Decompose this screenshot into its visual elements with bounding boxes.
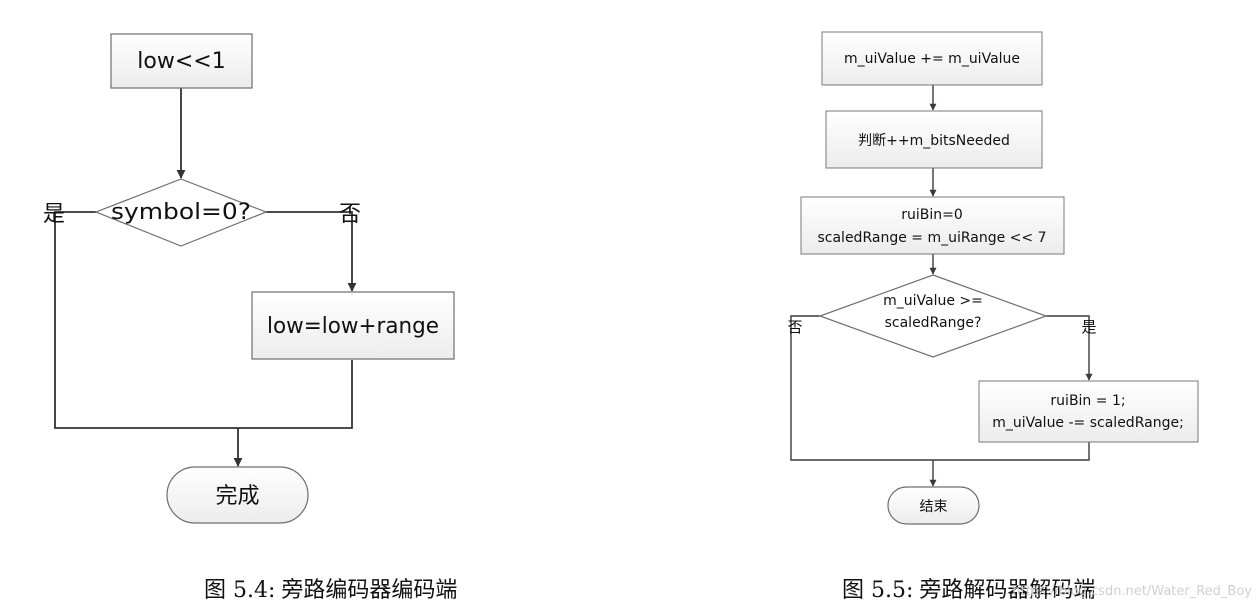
right-step4-box	[978, 380, 1199, 443]
left-decision-text: symbol=0?	[111, 200, 251, 225]
left-no-label: 否	[339, 202, 361, 227]
left-flowchart: low<<1 symbol=0? 是 否 low=low+range 完成	[43, 33, 455, 524]
right-edge-step4-to-merge	[933, 442, 1090, 461]
right-step2-text: 判断++m_bitsNeeded	[858, 133, 1010, 149]
watermark-url: https://blog.csdn.net/Water_Red_Boy	[1012, 584, 1252, 599]
left-end-terminal	[166, 466, 309, 524]
right-figure-caption: 图 5.5:旁路解码器解码端	[842, 572, 1101, 604]
left-edge-step2-to-merge	[238, 360, 353, 429]
right-yes-label: 是	[1081, 318, 1096, 336]
left-step1-box	[110, 33, 253, 89]
right-step1-text: m_uiValue += m_uiValue	[844, 51, 1020, 67]
right-edge-decision-yes	[1046, 315, 1093, 381]
left-figure-caption: 图 5.4:旁路编码器编码端	[204, 572, 463, 604]
right-step4-text-line1: ruiBin = 1;	[1050, 393, 1125, 409]
left-decision-diamond	[94, 178, 268, 247]
left-step2-box	[251, 291, 455, 360]
right-step3-box	[800, 196, 1065, 255]
left-end-text: 完成	[215, 484, 259, 509]
right-decision-text-line2: scaledRange?	[885, 315, 982, 331]
right-flowchart: m_uiValue += m_uiValue 判断++m_bitsNeeded …	[787, 31, 1199, 525]
right-step3-text-line1: ruiBin=0	[901, 207, 963, 223]
right-step3-text-line2: scaledRange = m_uiRange << 7	[817, 230, 1046, 246]
right-step1-box	[821, 31, 1043, 86]
right-decision-diamond	[818, 274, 1048, 358]
right-end-terminal	[887, 486, 980, 525]
left-edge-decision-no	[266, 211, 357, 292]
left-yes-label: 是	[43, 202, 65, 227]
right-decision-text-line1: m_uiValue >=	[883, 293, 983, 309]
left-edge-decision-yes	[54, 211, 238, 429]
left-caption-text: 旁路编码器编码端	[281, 578, 458, 603]
right-step2-box	[825, 110, 1043, 169]
left-caption-prefix: 图 5.4:	[204, 578, 276, 603]
left-step1-text: low<<1	[137, 49, 225, 74]
right-caption-text: 旁路解码器解码端	[919, 578, 1096, 603]
right-step4-text-line2: m_uiValue -= scaledRange;	[992, 415, 1184, 431]
right-edge-decision-no	[790, 315, 933, 461]
right-end-text: 结束	[920, 499, 948, 515]
left-step2-text: low=low+range	[267, 314, 439, 339]
right-no-label: 否	[787, 318, 802, 336]
right-caption-prefix: 图 5.5:	[842, 578, 914, 603]
